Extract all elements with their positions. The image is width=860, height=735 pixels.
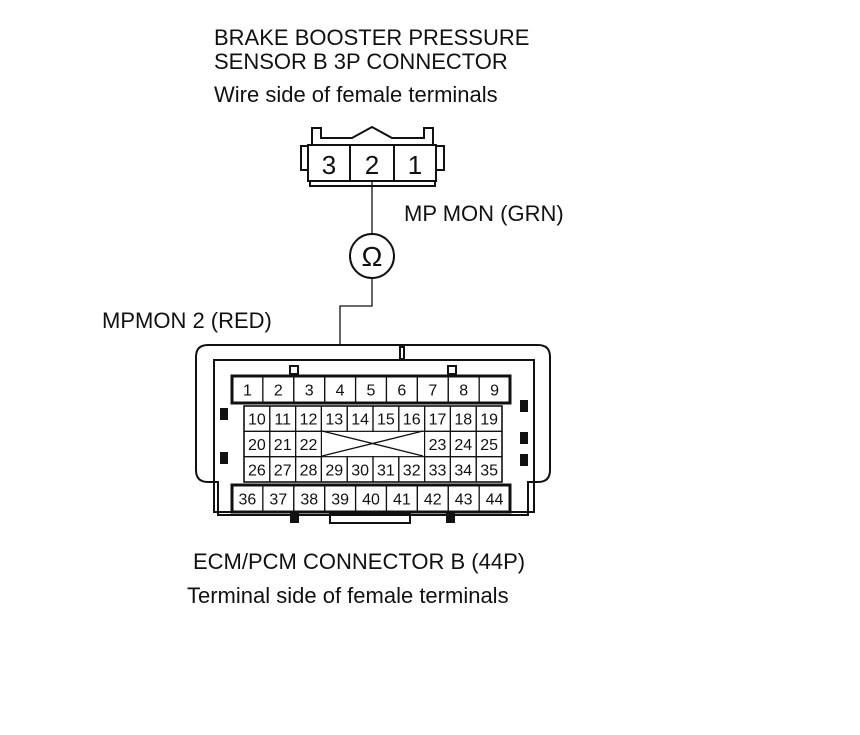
sensor-pin-1: 1 [408,150,422,180]
ecm-terminal-42: 42 [424,492,442,509]
ecm-terminal-2: 2 [274,383,283,400]
ecm-terminal-37: 37 [269,492,287,509]
sensor-connector-title-line2: SENSOR B 3P CONNECTOR [214,49,508,74]
sensor-connector-view-note: Wire side of female terminals [214,82,498,107]
ecm-terminal-1: 1 [243,383,252,400]
sensor-pin-2: 2 [365,150,379,180]
ecm-terminal-4: 4 [336,383,345,400]
ecm-terminal-6: 6 [397,383,406,400]
ecm-terminal-29: 29 [325,462,343,479]
ecm-terminal-3: 3 [305,383,314,400]
sensor-connector-title-line1: BRAKE BOOSTER PRESSURE [214,25,530,50]
ecm-terminal-33: 33 [429,462,447,479]
sensor-pin-3: 3 [322,150,336,180]
ecm-terminal-14: 14 [351,412,369,429]
svg-text:Ω: Ω [362,241,383,272]
ecm-terminal-22: 22 [300,437,318,454]
ecm-terminal-31: 31 [377,462,395,479]
ecm-terminal-34: 34 [454,462,472,479]
ecm-terminal-44-cell [478,484,511,513]
ecm-terminal-24: 24 [454,437,472,454]
ecm-terminal-20: 20 [248,437,266,454]
ecm-terminal-23: 23 [429,437,447,454]
ohmmeter-icon: Ω [349,233,395,279]
ecm-terminal-7: 7 [428,383,437,400]
ecm-terminal-13: 13 [325,412,343,429]
ecm-terminal-35: 35 [480,462,498,479]
ecm-blank-cavity [321,430,424,457]
ecm-terminal-26: 26 [248,462,266,479]
ecm-terminal-21: 21 [274,437,292,454]
ecm-terminal-32: 32 [403,462,421,479]
ecm-terminal-44: 44 [486,492,504,509]
ecm-terminal-22-cell [295,430,323,458]
ecm-terminal-36: 36 [239,492,257,509]
ecm-terminal-5: 5 [367,383,376,400]
ecm-terminal-38: 38 [300,492,318,509]
ecm-terminal-15: 15 [377,412,395,429]
ecm-terminal-9: 9 [490,383,499,400]
ecm-terminal-25-cell [475,430,503,458]
ecm-terminal-40: 40 [362,492,380,509]
ecm-terminal-28: 28 [300,462,318,479]
ecm-terminal-10: 10 [248,412,266,429]
wire-label-mpmon2: MPMON 2 (RED) [102,308,272,333]
ecm-terminal-39: 39 [331,492,349,509]
ecm-terminal-18: 18 [454,412,472,429]
ecm-connector-title: ECM/PCM CONNECTOR B (44P) [193,549,526,574]
probe-wire [339,181,373,345]
ecm-side-locks [220,400,528,466]
wire-label-mp-mon: MP MON (GRN) [404,201,564,226]
ecm-terminal-41: 41 [393,492,411,509]
ecm-terminal-43: 43 [455,492,473,509]
sensor-3p-connector [300,125,445,187]
ecm-terminal-25: 25 [480,437,498,454]
ecm-terminal-30: 30 [351,462,369,479]
ecm-terminal-8: 8 [459,383,468,400]
ecm-terminal-19: 19 [480,412,498,429]
ecm-terminal-11: 11 [274,412,291,429]
ecm-terminal-12: 12 [300,412,318,429]
ecm-terminal-9-cell [478,375,511,404]
ecm-terminal-27: 27 [274,462,292,479]
ecm-terminal-16: 16 [403,412,421,429]
ecm-connector-view-note: Terminal side of female terminals [187,583,509,608]
ecm-terminal-17: 17 [429,412,447,429]
